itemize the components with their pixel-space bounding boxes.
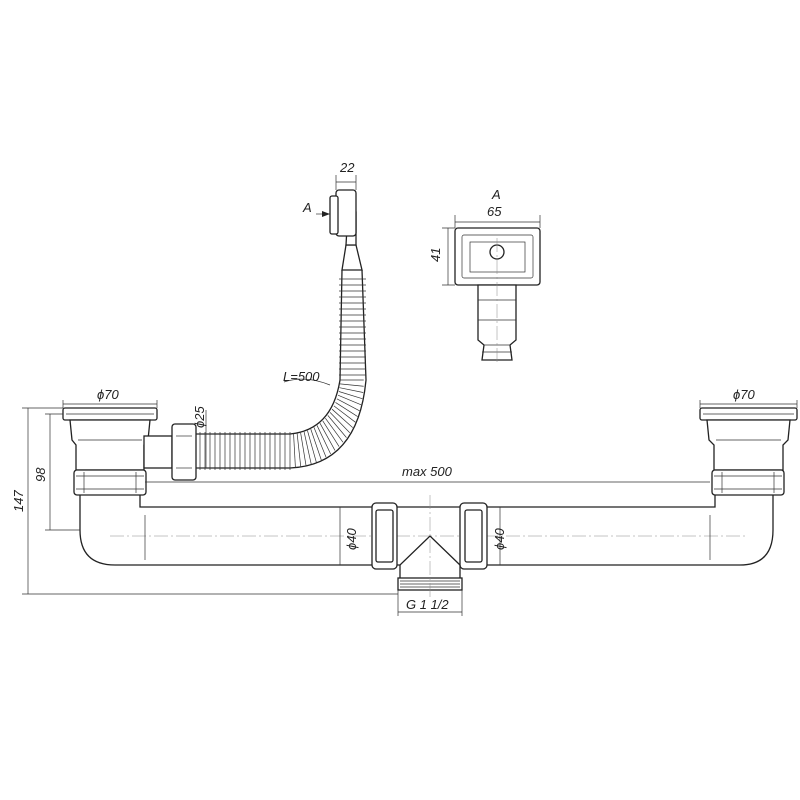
hose-rib [316,425,331,455]
hose-rib [336,398,360,412]
right-basket-strainer [699,407,798,496]
hose-rib [313,427,327,458]
overflow-width-label: 22 [339,160,355,175]
hose-rib [296,433,302,468]
hose-rib [319,423,336,451]
left-basket-strainer [62,407,173,496]
hose-rib [322,420,340,447]
left-pipe-diameter-label: ϕ40 [344,528,359,550]
hose-rib [310,429,322,461]
overflow-hose [171,189,367,481]
view-arrow-label: A [302,200,312,215]
right-pipe-diameter-label: ϕ40 [492,528,507,550]
hose-length-label: L=500 [283,369,320,384]
hose-rib [327,415,347,438]
hose-rib [331,408,353,428]
view-height-label: 41 [428,248,443,262]
hose-diameter-label: ϕ25 [192,406,207,428]
view-width-label: 65 [487,204,502,219]
height-short-label: 98 [33,467,48,482]
span-label: max 500 [402,464,453,479]
hose-rib [307,430,317,463]
view-title-label: A [491,187,501,202]
hose-rib [329,412,351,433]
hose-rib [303,431,312,465]
hose-rib [333,405,356,423]
hose-rib [338,391,363,400]
hose-rib [335,402,358,417]
right-basket-diameter-label: ϕ70 [733,387,755,402]
tee-outlet [371,495,488,600]
outlet-thread-label: G 1 1/2 [406,597,449,612]
hose-rib [339,387,364,393]
hose-rib [325,417,344,443]
hose-rib [293,433,296,468]
dimension-lines [22,175,798,616]
view-a [454,227,541,365]
height-total-label: 147 [11,490,26,512]
hose-rib [337,394,362,406]
hose-rib [300,432,307,467]
left-basket-diameter-label: ϕ70 [97,387,119,402]
horizontal-drain-pipe [79,495,774,566]
hose-rib [339,383,364,387]
